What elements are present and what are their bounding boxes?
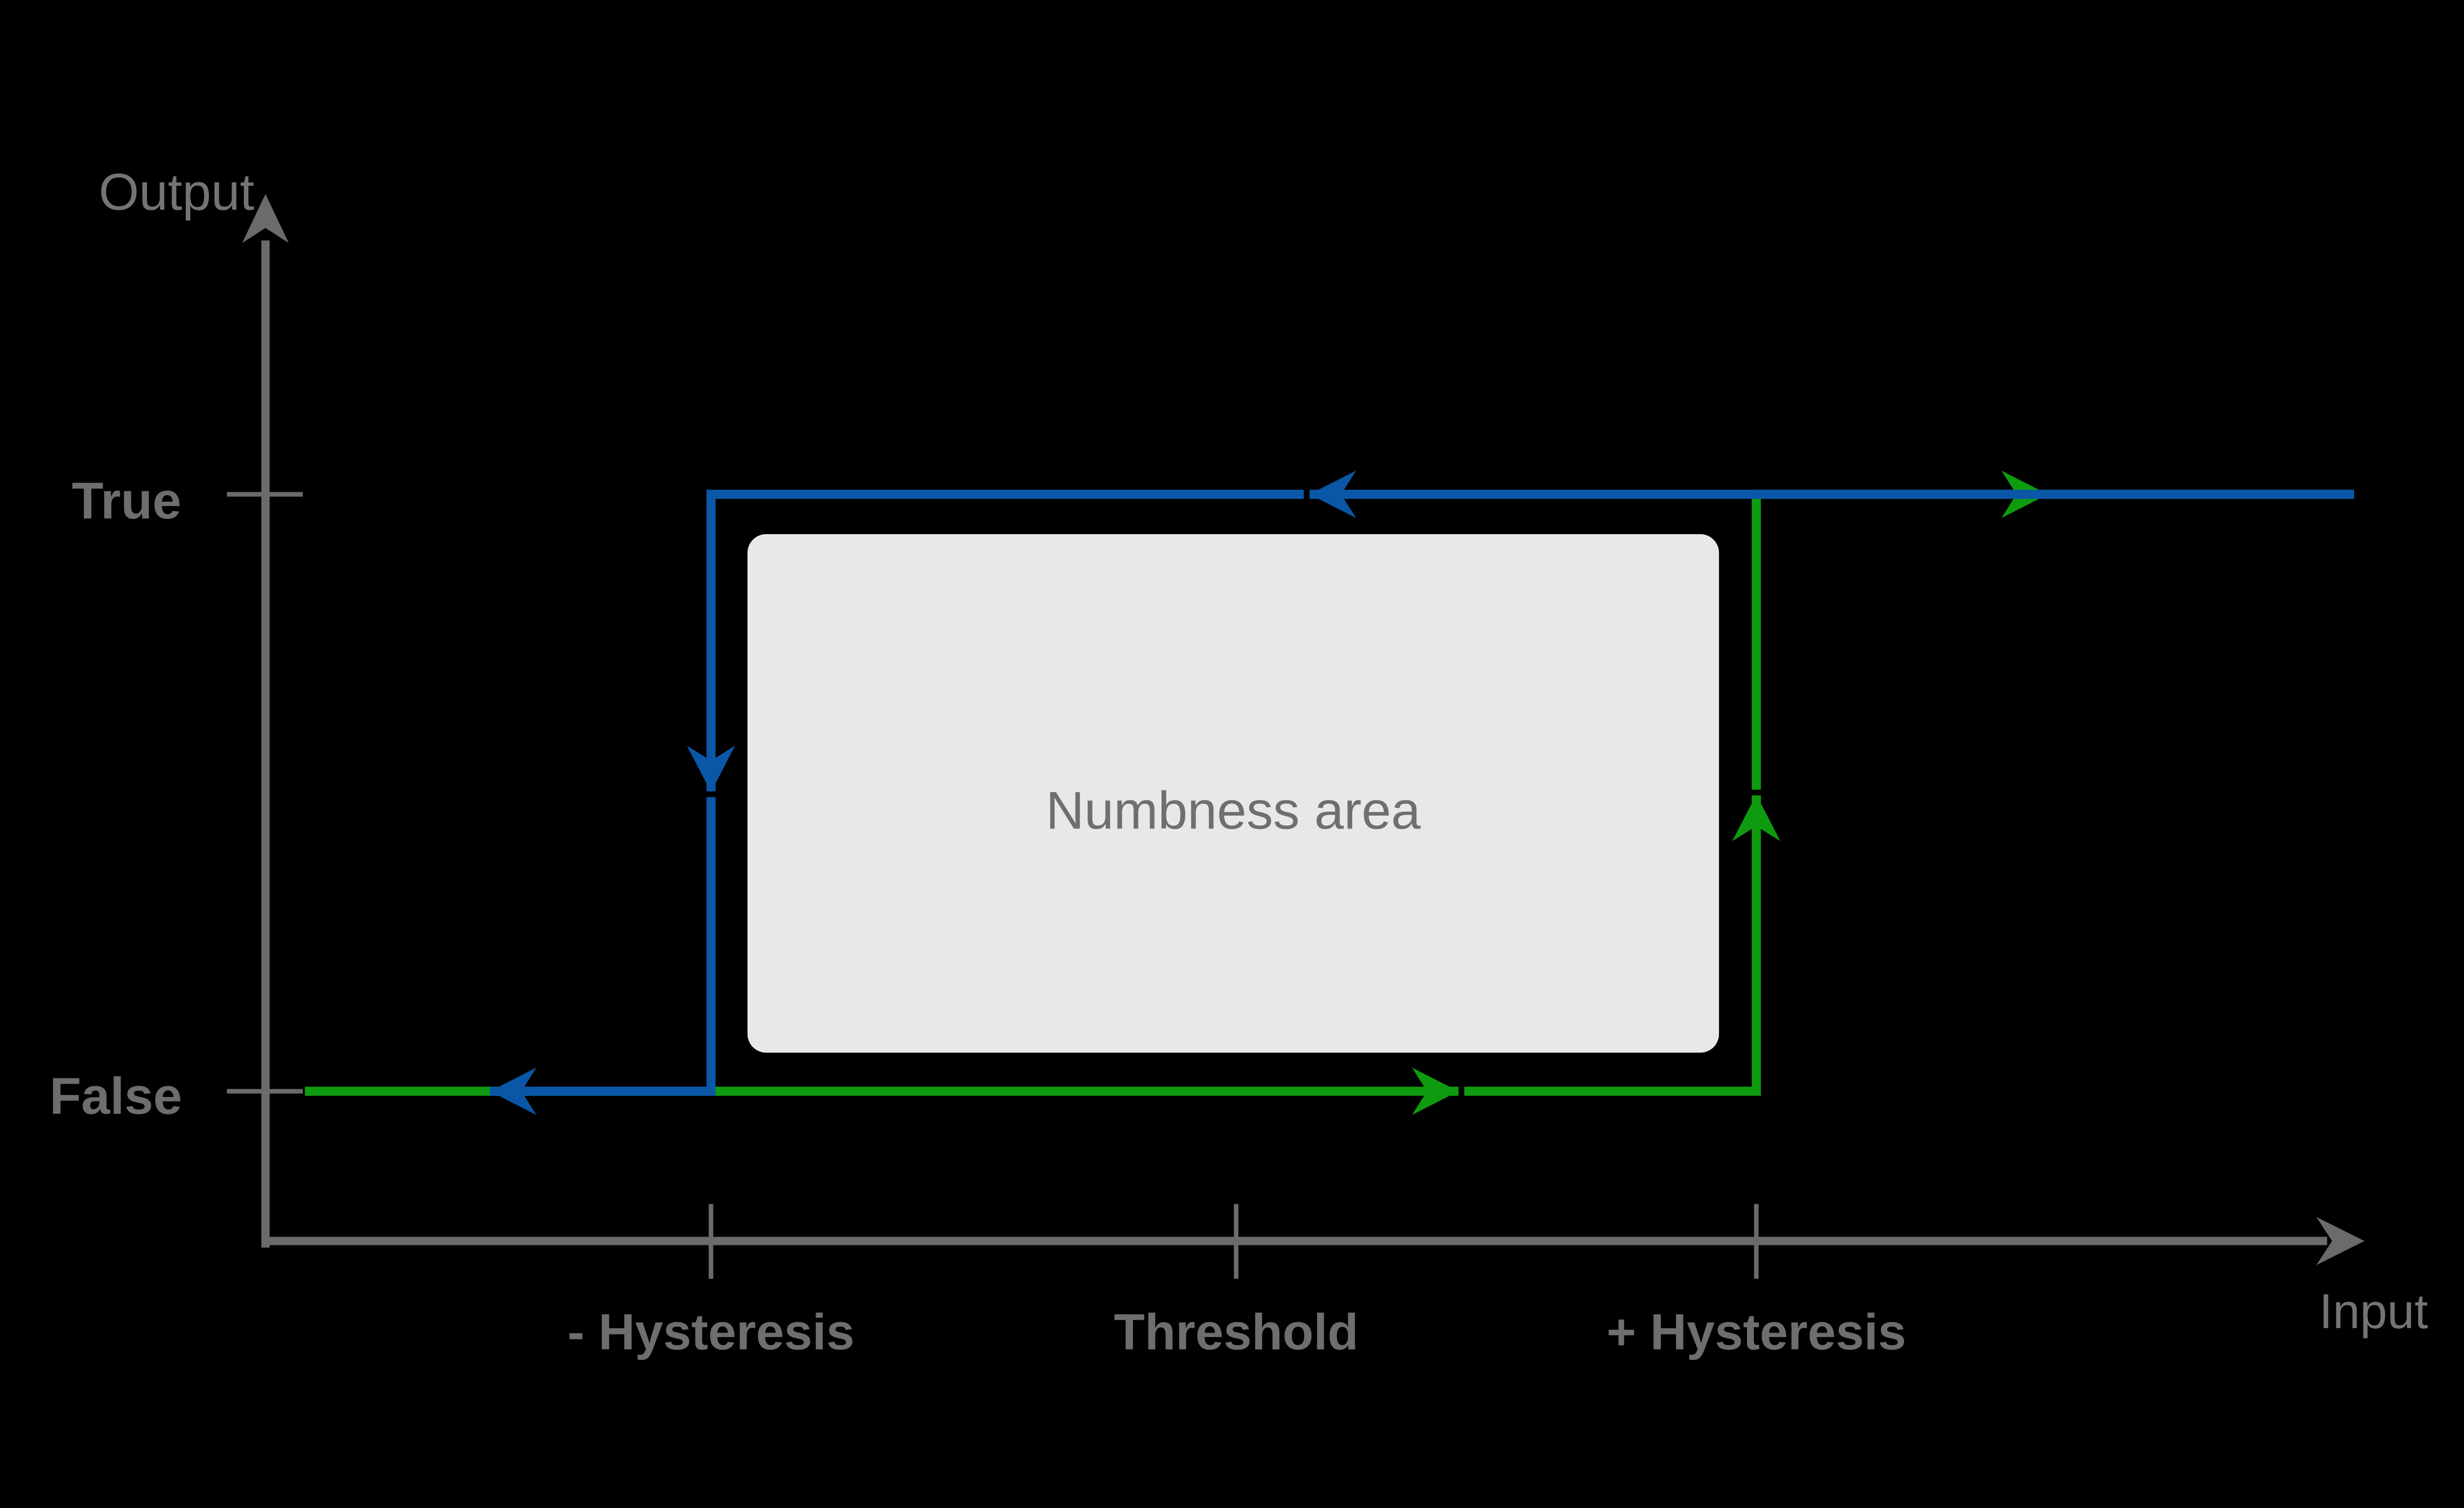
y-axis-title: Output: [99, 164, 254, 221]
axes: [227, 194, 2364, 1279]
falling-left-arrowhead-bottom-icon: [490, 1067, 537, 1115]
rising-up-arrowhead-icon: [1732, 794, 1780, 841]
rising-true-segment: [1751, 489, 2354, 790]
y-tick-false-label: False: [49, 1067, 182, 1125]
rising-corner-segment: [1464, 795, 1761, 1096]
falling-false-segment: [490, 797, 716, 1096]
x-tick-minus-hysteresis-label: - Hysteresis: [568, 1303, 855, 1360]
falling-path: [490, 471, 2354, 1115]
x-axis-right-arrowhead-icon: [2316, 1217, 2364, 1266]
x-axis-title: Input: [2319, 1284, 2428, 1339]
falling-corner-segment: [706, 489, 1304, 791]
falling-down-arrowhead-icon: [686, 746, 735, 792]
rising-right-arrowhead-icon: [1412, 1067, 1459, 1115]
y-axis-up-arrowhead-icon: [242, 194, 289, 243]
numbness-area-box: [747, 534, 1719, 1053]
falling-left-arrowhead-top-icon: [1309, 471, 1356, 518]
x-tick-threshold-label: Threshold: [1114, 1303, 1358, 1360]
numbness-area-label: Numbness area: [1046, 781, 1421, 840]
axis-labels: Output Input True False - Hysteresis Thr…: [49, 164, 2428, 1360]
numbness-area: Numbness area: [747, 534, 1719, 1053]
y-tick-true-label: True: [72, 472, 181, 530]
x-tick-plus-hysteresis-label: + Hysteresis: [1607, 1303, 1906, 1360]
